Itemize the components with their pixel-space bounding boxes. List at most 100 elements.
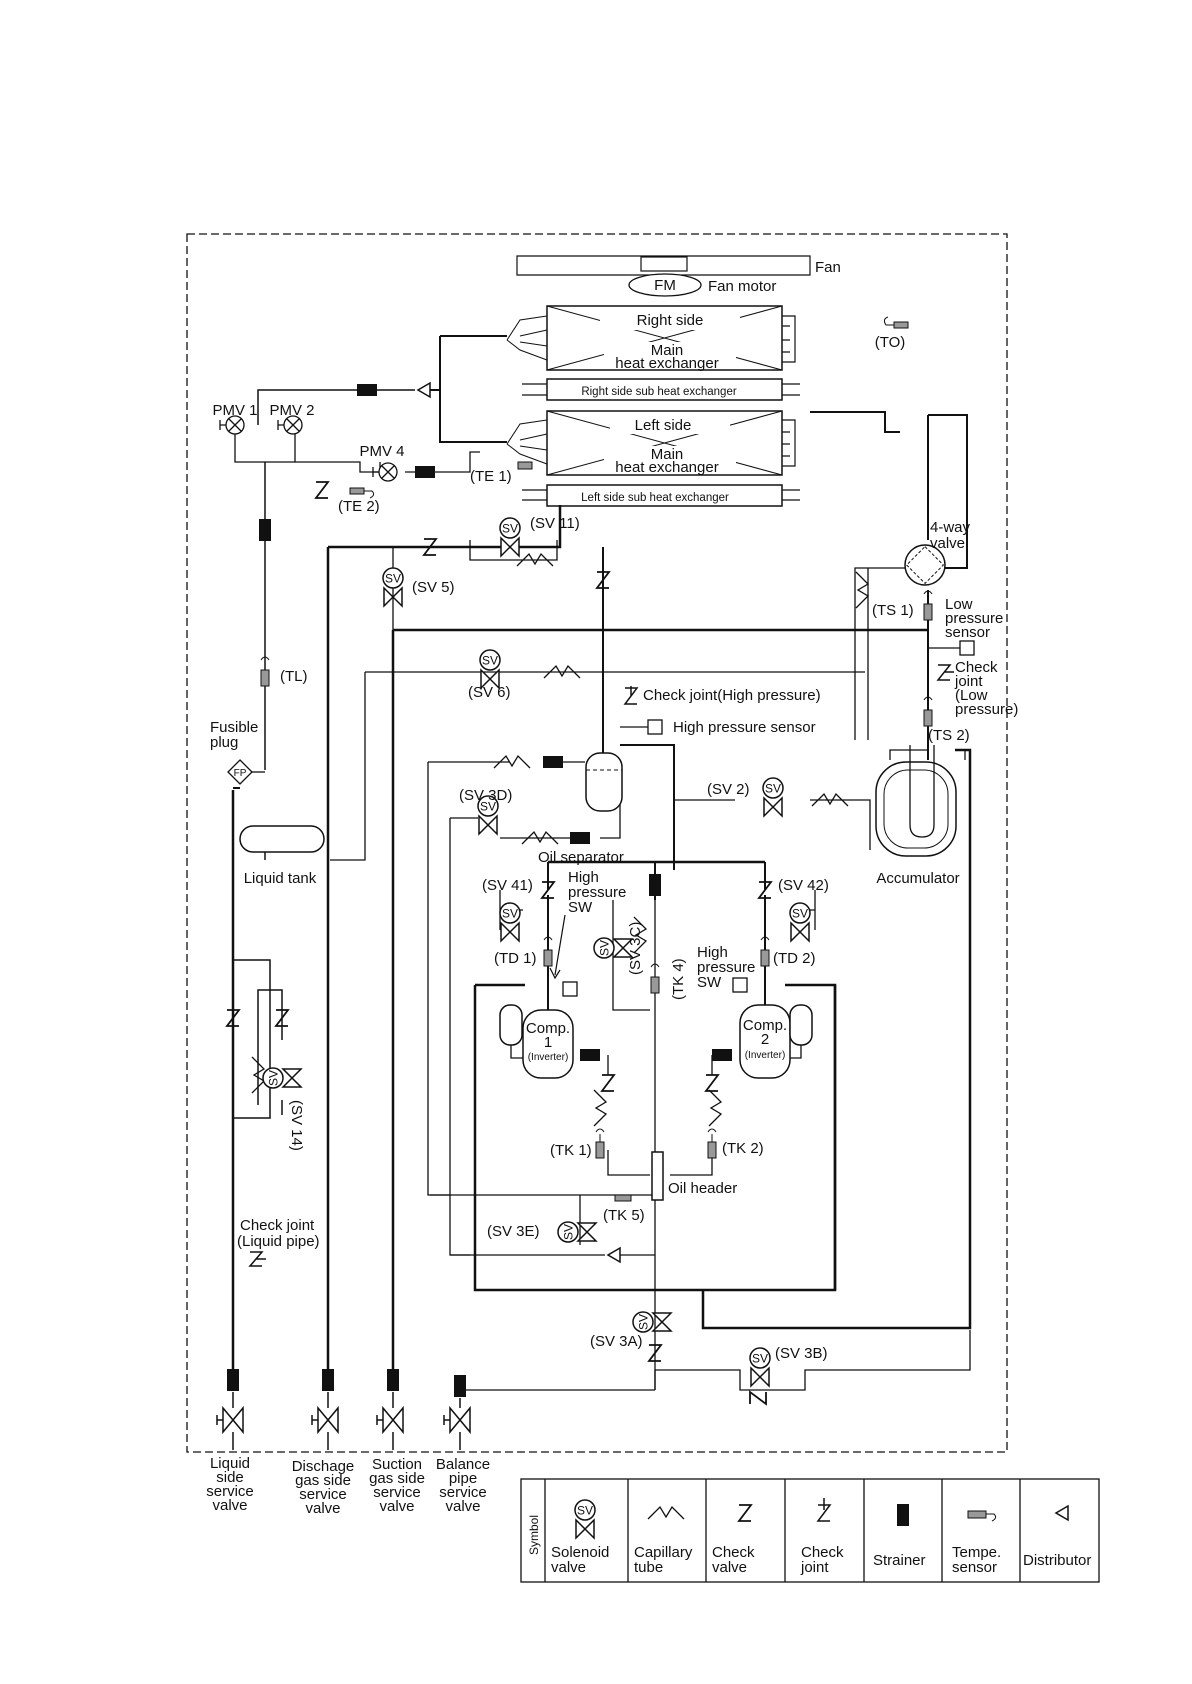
- svg-text:1: 1: [544, 1034, 552, 1051]
- svg-text:(Inverter): (Inverter): [745, 1050, 786, 1061]
- compressor-1: Comp. 1 (Inverter): [499, 1004, 574, 1079]
- strainer-icon: [543, 756, 563, 768]
- sv3b-label: (SV 3B): [775, 1345, 828, 1362]
- svg-text:service: service: [299, 1486, 347, 1503]
- check-valve-icon: [705, 1074, 719, 1092]
- sv6-solenoid-icon: [479, 649, 501, 689]
- capillary-icon: [708, 1089, 722, 1127]
- svg-text:High: High: [568, 869, 599, 886]
- svg-text:Tempe.: Tempe.: [952, 1544, 1001, 1561]
- oil-header-label: Oil header: [668, 1180, 737, 1197]
- te1-sensor-icon: [517, 461, 533, 470]
- pmv4-valve: PMV 4: [359, 443, 405, 482]
- sv41-solenoid-icon: [499, 902, 521, 942]
- svg-text:valve: valve: [212, 1497, 247, 1514]
- high-pressure-sw1-icon: [562, 981, 578, 997]
- left-sub-label: Left side sub heat exchanger: [581, 492, 729, 504]
- capillary-icon: [855, 571, 869, 609]
- svg-text:service: service: [206, 1483, 254, 1500]
- svg-text:Capillary: Capillary: [634, 1544, 693, 1561]
- service-valve-labels: Liquid side service valve Dischage gas s…: [206, 1455, 490, 1517]
- check-joint-high-label: Check joint(High pressure): [643, 687, 821, 704]
- right-side-label: Right side: [637, 312, 704, 329]
- svg-text:valve: valve: [551, 1559, 586, 1576]
- pmv1-label: PMV 1: [212, 402, 257, 419]
- te2-label: (TE 2): [338, 498, 380, 515]
- fan: FM Fan Fan motor: [516, 255, 841, 297]
- suction-service-valve-icon: [376, 1407, 404, 1433]
- svg-text:service: service: [439, 1484, 487, 1501]
- svg-text:pressure: pressure: [697, 959, 755, 976]
- heat-exchangers: Right side Main heat exchanger Right sid…: [506, 305, 800, 507]
- right-sub-label: Right side sub heat exchanger: [581, 386, 737, 398]
- sv3d-label: (SV 3D): [459, 787, 512, 804]
- tl-label: (TL): [280, 668, 308, 685]
- ts1-label: (TS 1): [872, 602, 914, 619]
- tk2-sensor-icon: [707, 1128, 717, 1159]
- svg-text:valve: valve: [930, 535, 965, 552]
- svg-text:Fusible: Fusible: [210, 719, 258, 736]
- sv11-label: (SV 11): [530, 515, 580, 532]
- sv3e-solenoid-icon: [557, 1221, 597, 1243]
- svg-text:Distributor: Distributor: [1023, 1552, 1091, 1569]
- strainer-icon: [387, 1369, 399, 1391]
- sv5-label: (SV 5): [412, 579, 455, 596]
- svg-text:Comp.: Comp.: [743, 1017, 787, 1034]
- strainer-icon: [259, 519, 271, 541]
- svg-text:Main: Main: [651, 446, 684, 463]
- sv14-label: (SV 14): [288, 1100, 305, 1151]
- capillary-icon: [493, 755, 531, 769]
- sv6-label: (SV 6): [468, 684, 511, 701]
- oil-separator: Oil separator: [538, 752, 624, 866]
- distributor-icon: [416, 381, 431, 399]
- svg-text:side: side: [216, 1469, 244, 1486]
- pmv2-valve: PMV 2: [269, 402, 315, 435]
- svg-text:2: 2: [761, 1031, 769, 1048]
- sv41-label: (SV 41): [482, 877, 533, 894]
- tk2-label: (TK 2): [722, 1140, 764, 1157]
- svg-text:sensor: sensor: [952, 1559, 997, 1576]
- sv11-solenoid-icon: [499, 517, 521, 557]
- check-joint-icon: [936, 664, 954, 681]
- te1-label: (TE 1): [470, 468, 512, 485]
- sv3e-label: (SV 3E): [487, 1223, 540, 1240]
- fan-motor-label: Fan motor: [708, 278, 776, 295]
- svg-text:Solenoid: Solenoid: [551, 1544, 609, 1561]
- strainer-icon: [454, 1375, 466, 1397]
- svg-text:Suction: Suction: [372, 1456, 422, 1473]
- svg-text:valve: valve: [305, 1500, 340, 1517]
- accumulator-label: Accumulator: [876, 870, 959, 887]
- svg-text:4-way: 4-way: [930, 519, 971, 536]
- to-sensor: (TO): [875, 316, 909, 351]
- svg-text:heat exchanger: heat exchanger: [615, 355, 718, 372]
- td1-label: (TD 1): [494, 950, 537, 967]
- svg-text:heat exchanger: heat exchanger: [615, 459, 718, 476]
- check-joint-liquid-label: Check joint: [240, 1217, 315, 1234]
- svg-text:Comp.: Comp.: [526, 1020, 570, 1037]
- tk4-label: (TK 4): [670, 958, 687, 1000]
- strainer-icon: [357, 384, 377, 396]
- svg-text:tube: tube: [634, 1559, 663, 1576]
- svg-text:joint: joint: [954, 673, 983, 690]
- to-label: (TO): [875, 334, 906, 351]
- svg-text:(Low: (Low: [955, 687, 988, 704]
- sv3a-solenoid-icon: [632, 1311, 672, 1333]
- tk5-sensor-icon: [614, 1194, 632, 1202]
- svg-text:Liquid: Liquid: [210, 1455, 250, 1472]
- svg-text:pipe: pipe: [449, 1470, 477, 1487]
- legend-strainer-icon: [897, 1504, 909, 1526]
- sv3c-label: (SV 3C): [627, 922, 644, 975]
- svg-text:(Inverter): (Inverter): [528, 1052, 569, 1063]
- pmv2-label: PMV 2: [269, 402, 314, 419]
- svg-text:pressure): pressure): [955, 701, 1018, 718]
- four-way-valve: 4-way valve: [904, 519, 971, 586]
- svg-text:joint: joint: [800, 1559, 829, 1576]
- capillary-icon: [593, 1089, 607, 1127]
- distributor-icon: [606, 1246, 621, 1264]
- tk1-sensor-icon: [595, 1128, 605, 1159]
- fm-label: FM: [654, 277, 676, 294]
- liquid-tank: Liquid tank: [239, 825, 325, 887]
- tk5-label: (TK 5): [603, 1207, 645, 1224]
- sv42-solenoid-icon: [789, 902, 811, 942]
- strainer-icon: [649, 874, 661, 896]
